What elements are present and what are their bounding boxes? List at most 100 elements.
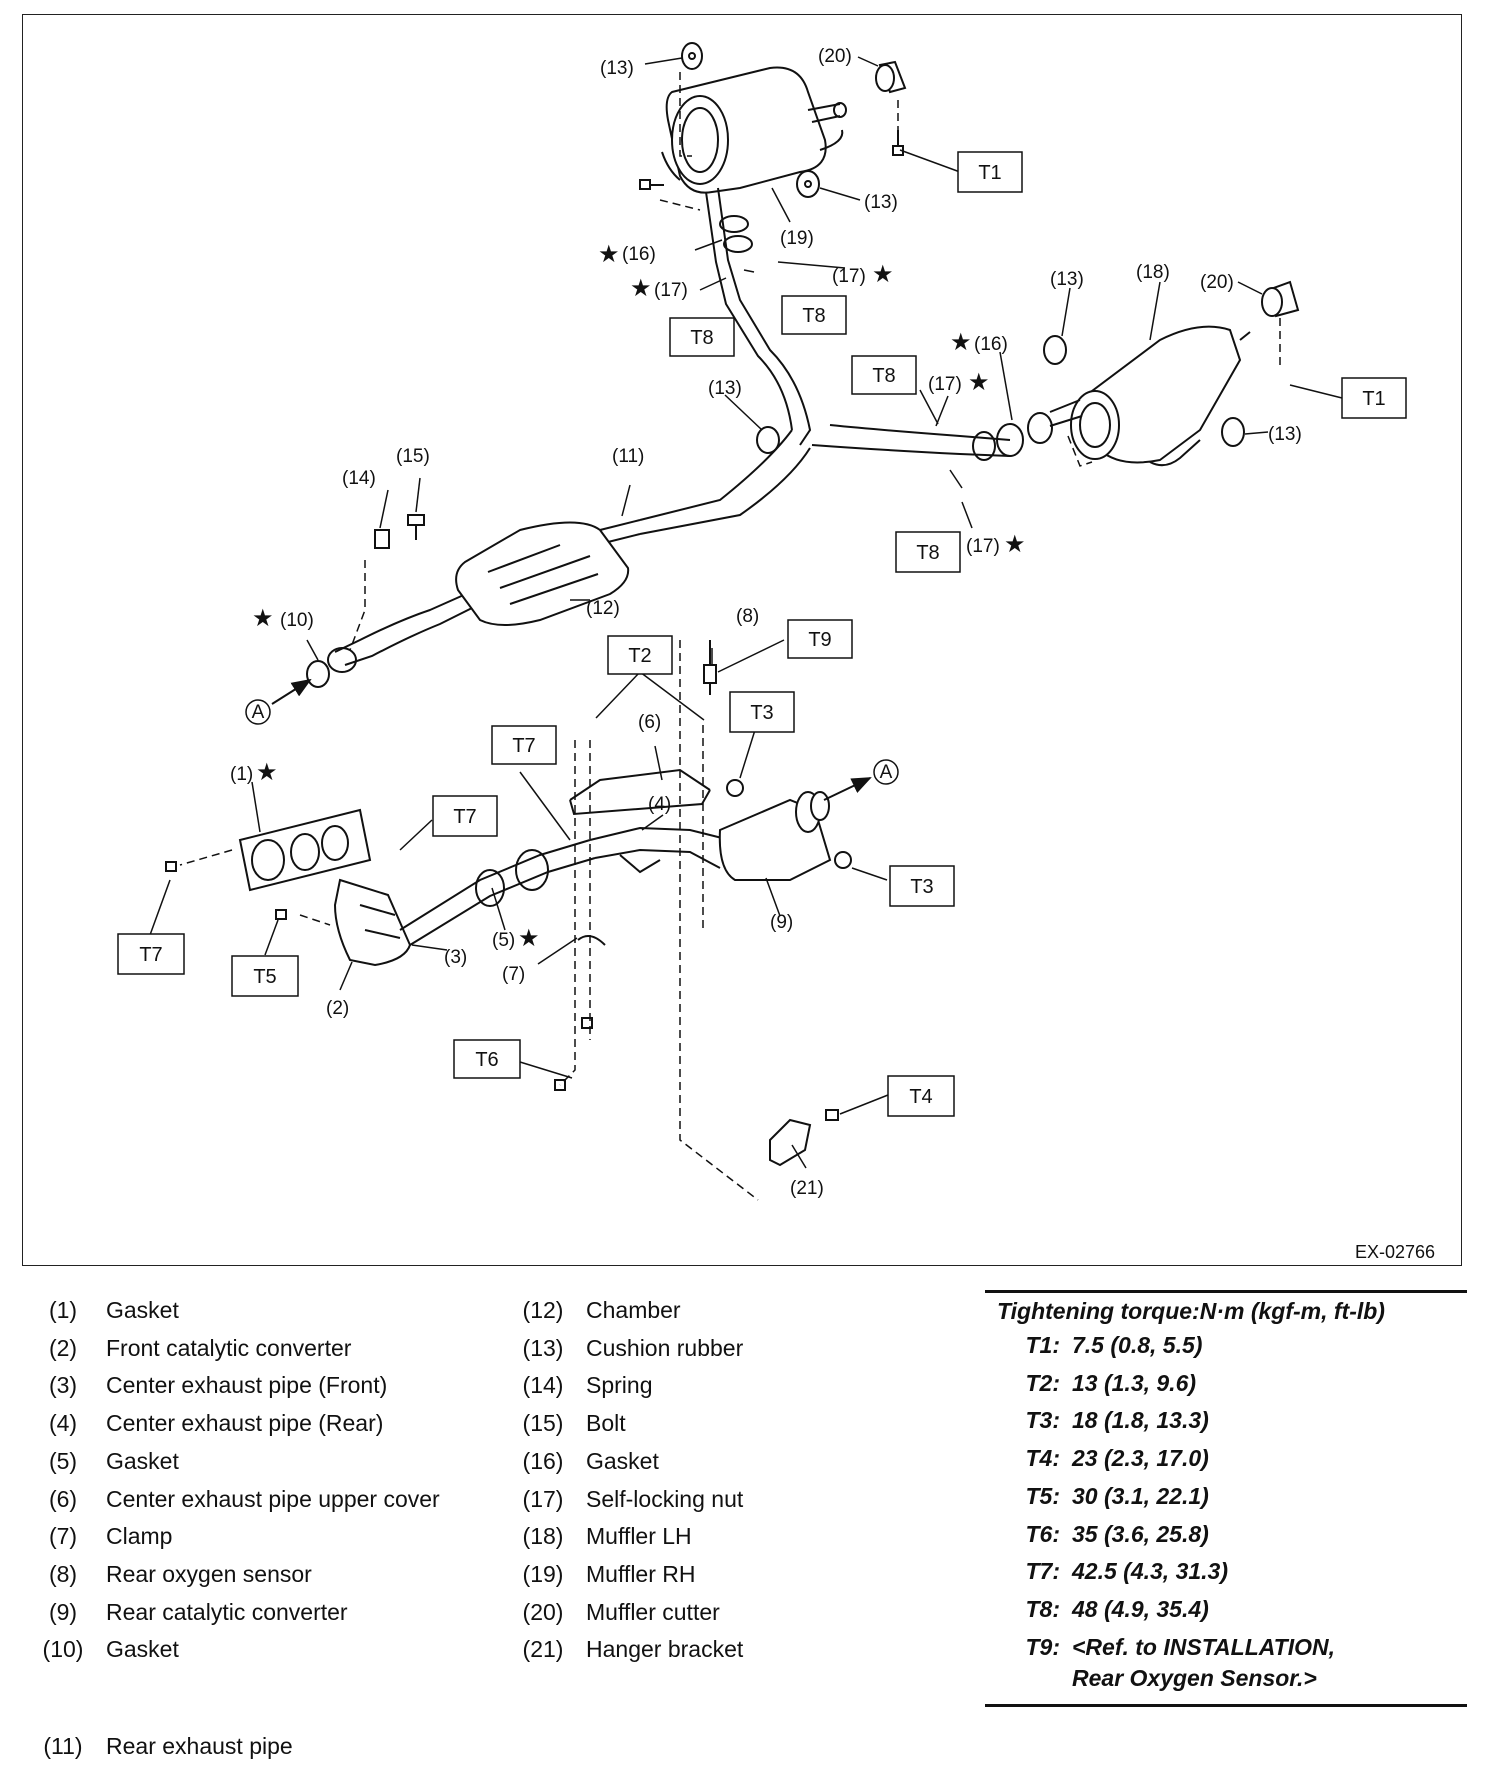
legend-name: Clamp bbox=[106, 1523, 173, 1550]
torque-box-t1-top bbox=[957, 151, 1023, 193]
torque-box-t2 bbox=[607, 635, 673, 675]
legend-item: (3) Center exhaust pipe (Front) bbox=[28, 1367, 498, 1405]
legend-name: Muffler RH bbox=[586, 1560, 696, 1587]
torque-key: T6: bbox=[1025, 1520, 1061, 1547]
torque-box-t9 bbox=[787, 619, 853, 659]
center-pipe-rear bbox=[569, 768, 731, 874]
callout-1: (1) bbox=[230, 764, 253, 785]
torque-key: T1: bbox=[1025, 1332, 1061, 1358]
legend-number: (3) bbox=[48, 1372, 78, 1399]
clamp bbox=[554, 935, 606, 1091]
legend-item: (9)Rear catalytic converter bbox=[28, 1594, 498, 1632]
legend-name: Rear catalytic converter bbox=[106, 1598, 348, 1625]
torque-value: 30 (3.1, 22.1) bbox=[1072, 1482, 1209, 1509]
rear-oxygen-sensor bbox=[703, 640, 717, 695]
legend-item: (4)Center exhaust pipe (Rear) bbox=[28, 1405, 498, 1443]
torque-label-t9: T9 bbox=[808, 629, 831, 651]
torque-label-t1-right: T1 bbox=[1362, 388, 1385, 410]
legend-item: (7) Clamp bbox=[28, 1518, 498, 1556]
torque-row: T4:23 (2.3, 17.0) bbox=[985, 1440, 1467, 1478]
legend-name: Chamber bbox=[586, 1297, 681, 1323]
torque-label-t8-lower: T8 bbox=[916, 542, 939, 564]
callout-8: (8) bbox=[736, 606, 759, 627]
torque-label-t7-right: T7 bbox=[453, 806, 476, 828]
legend-number: (11) bbox=[43, 1733, 83, 1759]
callout-17-lh-upper: (17) bbox=[928, 374, 962, 395]
callout-labels: (13) (20) (13) (19) (16) (17) (17) (13) … bbox=[230, 46, 1302, 1199]
callout-3: (3) bbox=[444, 947, 467, 968]
star-icon: ★ bbox=[1004, 530, 1026, 558]
reference-a-markers: A A bbox=[245, 699, 899, 785]
torque-row: T8: 48 (4.9, 35.4) bbox=[985, 1591, 1467, 1629]
legend-item: (16)Gasket bbox=[508, 1443, 968, 1481]
star-icon: ★ bbox=[518, 924, 540, 952]
torque-box-t8-lower bbox=[895, 531, 961, 573]
star-icon: ★ bbox=[256, 758, 278, 786]
legend-number: (13) bbox=[522, 1334, 564, 1361]
legend-item: (6)Center exhaust pipe upper cover bbox=[28, 1481, 498, 1519]
callout-11: (11) bbox=[612, 446, 644, 467]
torque-key: T8: bbox=[1025, 1595, 1061, 1622]
torque-key: T2: bbox=[1025, 1369, 1061, 1396]
legend-item: (8)Rear oxygen sensor bbox=[28, 1556, 498, 1594]
legend-number: (15) bbox=[522, 1410, 564, 1437]
legend-number: (7) bbox=[48, 1523, 78, 1550]
torque-rule-bottom bbox=[985, 1703, 1467, 1707]
torque-value: 42.5 (4.3, 31.3) bbox=[1072, 1558, 1228, 1585]
star-icon: ★ bbox=[630, 274, 652, 302]
legend-name: Gasket bbox=[106, 1636, 179, 1663]
callout-17-left: (17) bbox=[654, 280, 688, 301]
torque-spec-table: Tightening torque:N·m (kgf-m, ft-lb) T1:… bbox=[985, 1290, 1467, 1707]
legend-middle: (12)Chamber(13)Cushion rubber(14)Spring(… bbox=[508, 1292, 968, 1669]
torque-value: 18 (1.8, 13.3) bbox=[1072, 1407, 1209, 1434]
callout-17-lh-lower: (17) bbox=[966, 536, 1000, 557]
legend-number: (8) bbox=[48, 1560, 78, 1587]
legend-number: (17) bbox=[522, 1485, 564, 1512]
callout-13-y: (13) bbox=[708, 378, 742, 399]
torque-value: <Ref. to INSTALLATION, Rear Oxygen Senso… bbox=[1072, 1633, 1335, 1691]
legend-left: (1)Gasket(2)Front catalytic converter(3)… bbox=[28, 1292, 498, 1669]
legend-number: (19) bbox=[522, 1560, 564, 1587]
legend-name: Spring bbox=[586, 1372, 653, 1399]
torque-value: 13 (1.3, 9.6) bbox=[1072, 1369, 1197, 1396]
exhaust-system-diagram: T1 T8 T8 T1 T8 T8 T2 T9 T3 T7 T7 T3 T7 T… bbox=[117, 42, 1407, 1201]
torque-box-t5 bbox=[231, 955, 299, 997]
rear-y-pipe bbox=[639, 187, 1053, 535]
a-arrows bbox=[271, 678, 872, 801]
callout-6: (6) bbox=[638, 712, 661, 733]
torque-value: 48 (4.9, 35.4) bbox=[1072, 1595, 1209, 1622]
callout-12: (12) bbox=[586, 598, 620, 619]
torque-box-t8-left bbox=[669, 317, 735, 357]
hanger-bracket bbox=[769, 1109, 839, 1167]
legend-name: Muffler LH bbox=[586, 1523, 692, 1550]
nuts-t3 bbox=[726, 779, 852, 869]
torque-rows: T1:7.5 (0.8, 5.5)T2:13 (1.3, 9.6)T3:18 (… bbox=[985, 1327, 1467, 1694]
torque-value: 7.5 (0.8, 5.5) bbox=[1072, 1332, 1203, 1358]
torque-label-t8-left: T8 bbox=[802, 305, 825, 327]
torque-box-t3-lower bbox=[889, 865, 955, 907]
torque-row: T2: 13 (1.3, 9.6) bbox=[985, 1365, 1467, 1403]
legend-name: Rear exhaust pipe bbox=[106, 1733, 293, 1759]
legend-number: (5) bbox=[48, 1447, 78, 1474]
torque-row: T1: 7.5 (0.8, 5.5) bbox=[985, 1327, 1467, 1365]
torque-box-t7-center bbox=[491, 725, 557, 765]
torque-label-t5: T5 bbox=[253, 966, 276, 988]
legend-extra: (11) Rear exhaust pipe bbox=[28, 1728, 498, 1766]
legend-number: (2) bbox=[48, 1334, 78, 1361]
legend-name: Gasket bbox=[106, 1447, 179, 1474]
callout-16-lh: (16) bbox=[974, 334, 1008, 355]
callout-7: (7) bbox=[502, 964, 525, 985]
callout-21: (21) bbox=[790, 1178, 824, 1199]
legend-item: (11) Rear exhaust pipe bbox=[28, 1728, 498, 1766]
legend-number: (14) bbox=[522, 1372, 564, 1399]
torque-value: 35 (3.6, 25.8) bbox=[1072, 1520, 1209, 1547]
legend-number: (20) bbox=[522, 1598, 564, 1625]
cushion-rubber-lh bbox=[756, 335, 1245, 454]
torque-box-t8-mid bbox=[851, 355, 917, 395]
cushion-rubber-top bbox=[681, 42, 820, 198]
legend-name: Center exhaust pipe (Front) bbox=[106, 1372, 388, 1399]
legend-name: Front catalytic converter bbox=[106, 1334, 352, 1361]
callout-2: (2) bbox=[326, 998, 349, 1019]
legend-number: (18) bbox=[522, 1523, 564, 1550]
legend-name: Gasket bbox=[586, 1447, 659, 1474]
